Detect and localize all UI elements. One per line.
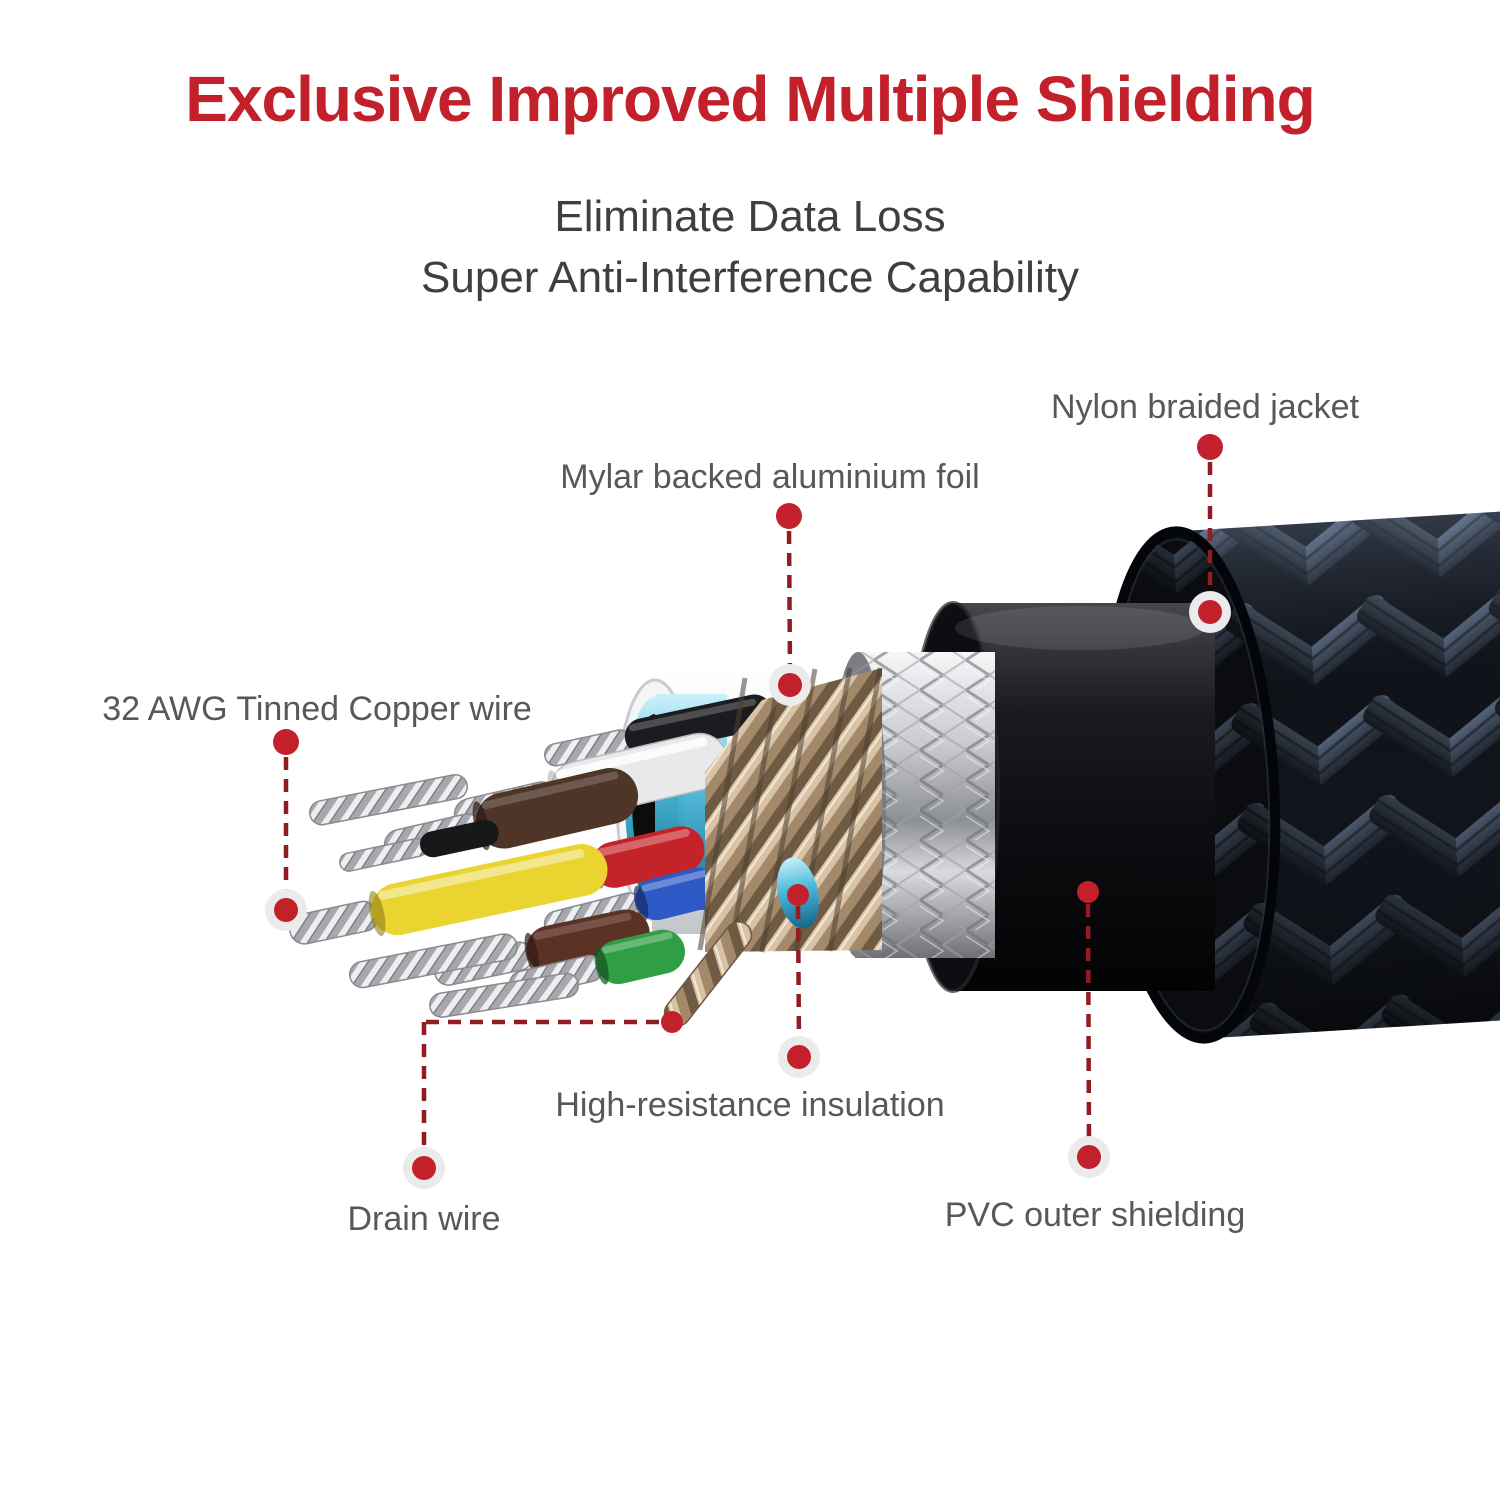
subtitle-line-2: Super Anti-Interference Capability <box>421 253 1079 302</box>
callout-leaders <box>265 434 1231 1189</box>
subtitle-line-1: Eliminate Data Loss <box>554 192 946 241</box>
wire-bundle <box>288 694 773 1018</box>
leader-pvc <box>1068 881 1110 1178</box>
label-pvc-outer-shielding: PVC outer shielding <box>944 1196 1246 1234</box>
label-nylon-braided-jacket: Nylon braided jacket <box>1050 388 1360 426</box>
cable-illustration <box>288 508 1500 1044</box>
leader-awg <box>265 729 307 931</box>
label-high-resistance-insulation: High-resistance insulation <box>555 1086 945 1124</box>
leader-insulation <box>778 884 820 1078</box>
leader-nylon <box>1189 434 1231 633</box>
label-drain-wire: Drain wire <box>347 1200 501 1238</box>
label-tinned-copper-wire: 32 AWG Tinned Copper wire <box>102 690 532 728</box>
leader-drain <box>403 1011 683 1189</box>
page-title: Exclusive Improved Multiple Shielding <box>185 63 1315 135</box>
label-mylar-foil: Mylar backed aluminium foil <box>560 458 980 496</box>
leader-mylar <box>769 503 811 706</box>
copper-shield-wrap <box>697 667 883 953</box>
